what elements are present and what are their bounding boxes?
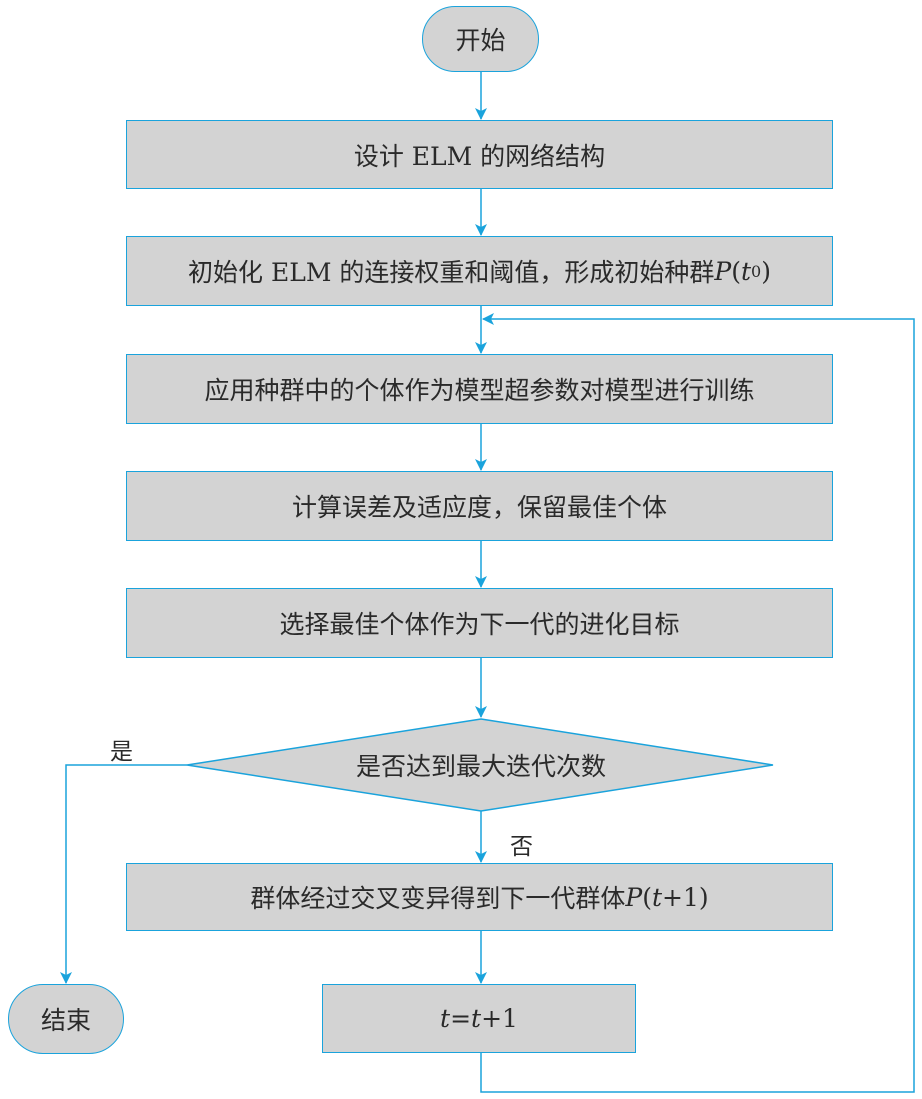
no-label: 否 xyxy=(510,834,533,860)
decision-label: 是否达到最大迭代次数 xyxy=(355,752,606,781)
inc-eq: = xyxy=(450,1004,472,1033)
evolve-open: ( xyxy=(642,882,652,912)
init-open: ( xyxy=(731,256,741,286)
init-p: P xyxy=(714,256,732,286)
arrow-decision-end xyxy=(60,764,187,984)
init-sub: 0 xyxy=(751,261,762,281)
yes-label: 是 xyxy=(110,739,133,765)
inc-t1: t xyxy=(440,1004,451,1033)
decision-diamond-shape xyxy=(186,718,774,812)
inc-t2: t xyxy=(471,1004,482,1033)
design-network-box: 设计 ELM 的网络结构 xyxy=(126,120,833,189)
init-text: 初始化 ELM 的连接权重和阈值，形成初始种群 xyxy=(188,258,715,287)
evolve-p: P xyxy=(625,882,643,912)
start-node: 开始 xyxy=(422,6,539,72)
increment-box: t=t+1 xyxy=(322,984,636,1053)
select-best-box: 选择最佳个体作为下一代的进化目标 xyxy=(126,588,833,658)
arrow-loop-back xyxy=(480,313,915,1093)
evolve-population-box: 群体经过交叉变异得到下一代群体 P(t+1) xyxy=(126,863,833,931)
evolve-plus: +1) xyxy=(662,882,709,912)
inc-plus: +1 xyxy=(481,1004,518,1033)
end-node: 结束 xyxy=(8,984,124,1054)
train-model-box: 应用种群中的个体作为模型超参数对模型进行训练 xyxy=(126,354,833,424)
init-close: ) xyxy=(761,256,771,286)
evolve-t: t xyxy=(651,882,663,912)
calc-fitness-box: 计算误差及适应度，保留最佳个体 xyxy=(126,471,833,541)
evolve-text: 群体经过交叉变异得到下一代群体 xyxy=(250,884,626,913)
init-t: t xyxy=(740,256,752,286)
